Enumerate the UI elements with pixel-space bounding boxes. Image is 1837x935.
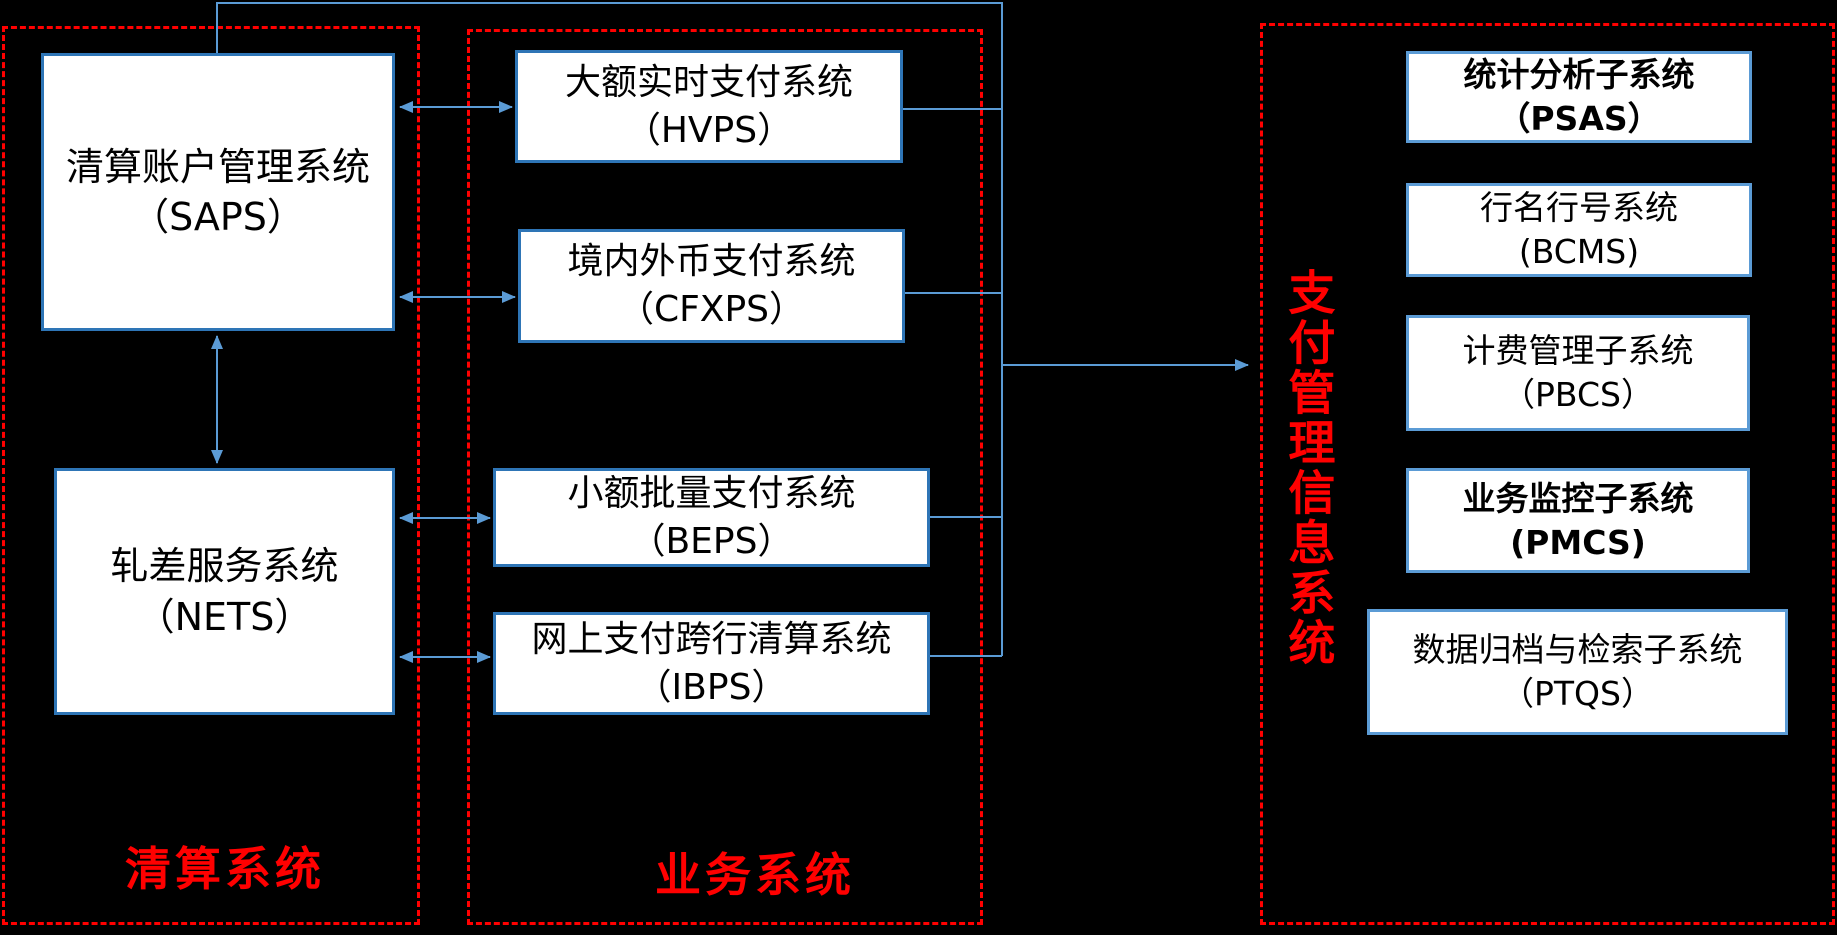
- nets-code: （NETS）: [136, 594, 313, 639]
- ptqs-code: （PTQS）: [1501, 674, 1654, 713]
- hvps-name: 大额实时支付系统: [564, 61, 853, 103]
- business-group-label: 业务系统: [655, 848, 855, 902]
- bcms-box: 行名行号系统 (BCMS): [1406, 183, 1752, 277]
- pmis-group-frame: [1260, 23, 1835, 925]
- ptqs-box: 数据归档与检索子系统 （PTQS）: [1367, 609, 1788, 735]
- cfxps-code: （CFXPS）: [617, 289, 806, 330]
- bcms-code: (BCMS): [1518, 232, 1640, 271]
- beps-box: 小额批量支付系统 （BEPS）: [493, 468, 930, 567]
- nets-name: 轧差服务系统: [110, 544, 339, 589]
- ibps-code: （IBPS）: [635, 666, 788, 708]
- nets-box: 轧差服务系统 （NETS）: [54, 468, 395, 715]
- pmis-group-label: 支付管理信息系统: [1279, 268, 1335, 668]
- psas-name: 统计分析子系统: [1463, 55, 1695, 95]
- clearing-group-label: 清算系统: [125, 842, 325, 896]
- beps-name: 小额批量支付系统: [567, 472, 856, 514]
- saps-box: 清算账户管理系统 （SAPS）: [41, 53, 395, 331]
- psas-code: （PSAS）: [1497, 99, 1661, 138]
- cfxps-box: 境内外币支付系统 （CFXPS）: [518, 229, 905, 343]
- hvps-code: （HVPS）: [624, 109, 794, 151]
- ibps-box: 网上支付跨行清算系统 （IBPS）: [493, 612, 930, 715]
- beps-code: （BEPS）: [629, 520, 794, 562]
- bcms-name: 行名行号系统: [1480, 188, 1678, 228]
- pbcs-box: 计费管理子系统 （PBCS）: [1406, 315, 1750, 431]
- saps-name: 清算账户管理系统: [65, 144, 370, 189]
- ptqs-name: 数据归档与检索子系统: [1412, 630, 1743, 670]
- cfxps-name: 境内外币支付系统: [567, 241, 856, 283]
- hvps-box: 大额实时支付系统 （HVPS）: [515, 50, 903, 163]
- pbcs-name: 计费管理子系统: [1462, 331, 1694, 371]
- pmcs-code: (PMCS): [1510, 522, 1646, 562]
- ibps-name: 网上支付跨行清算系统: [531, 618, 892, 660]
- pmcs-name: 业务监控子系统: [1462, 478, 1694, 518]
- pmcs-box: 业务监控子系统 (PMCS): [1406, 468, 1750, 573]
- saps-code: （SAPS）: [131, 195, 305, 239]
- pbcs-code: （PBCS）: [1502, 375, 1654, 414]
- psas-box: 统计分析子系统 （PSAS）: [1406, 51, 1752, 143]
